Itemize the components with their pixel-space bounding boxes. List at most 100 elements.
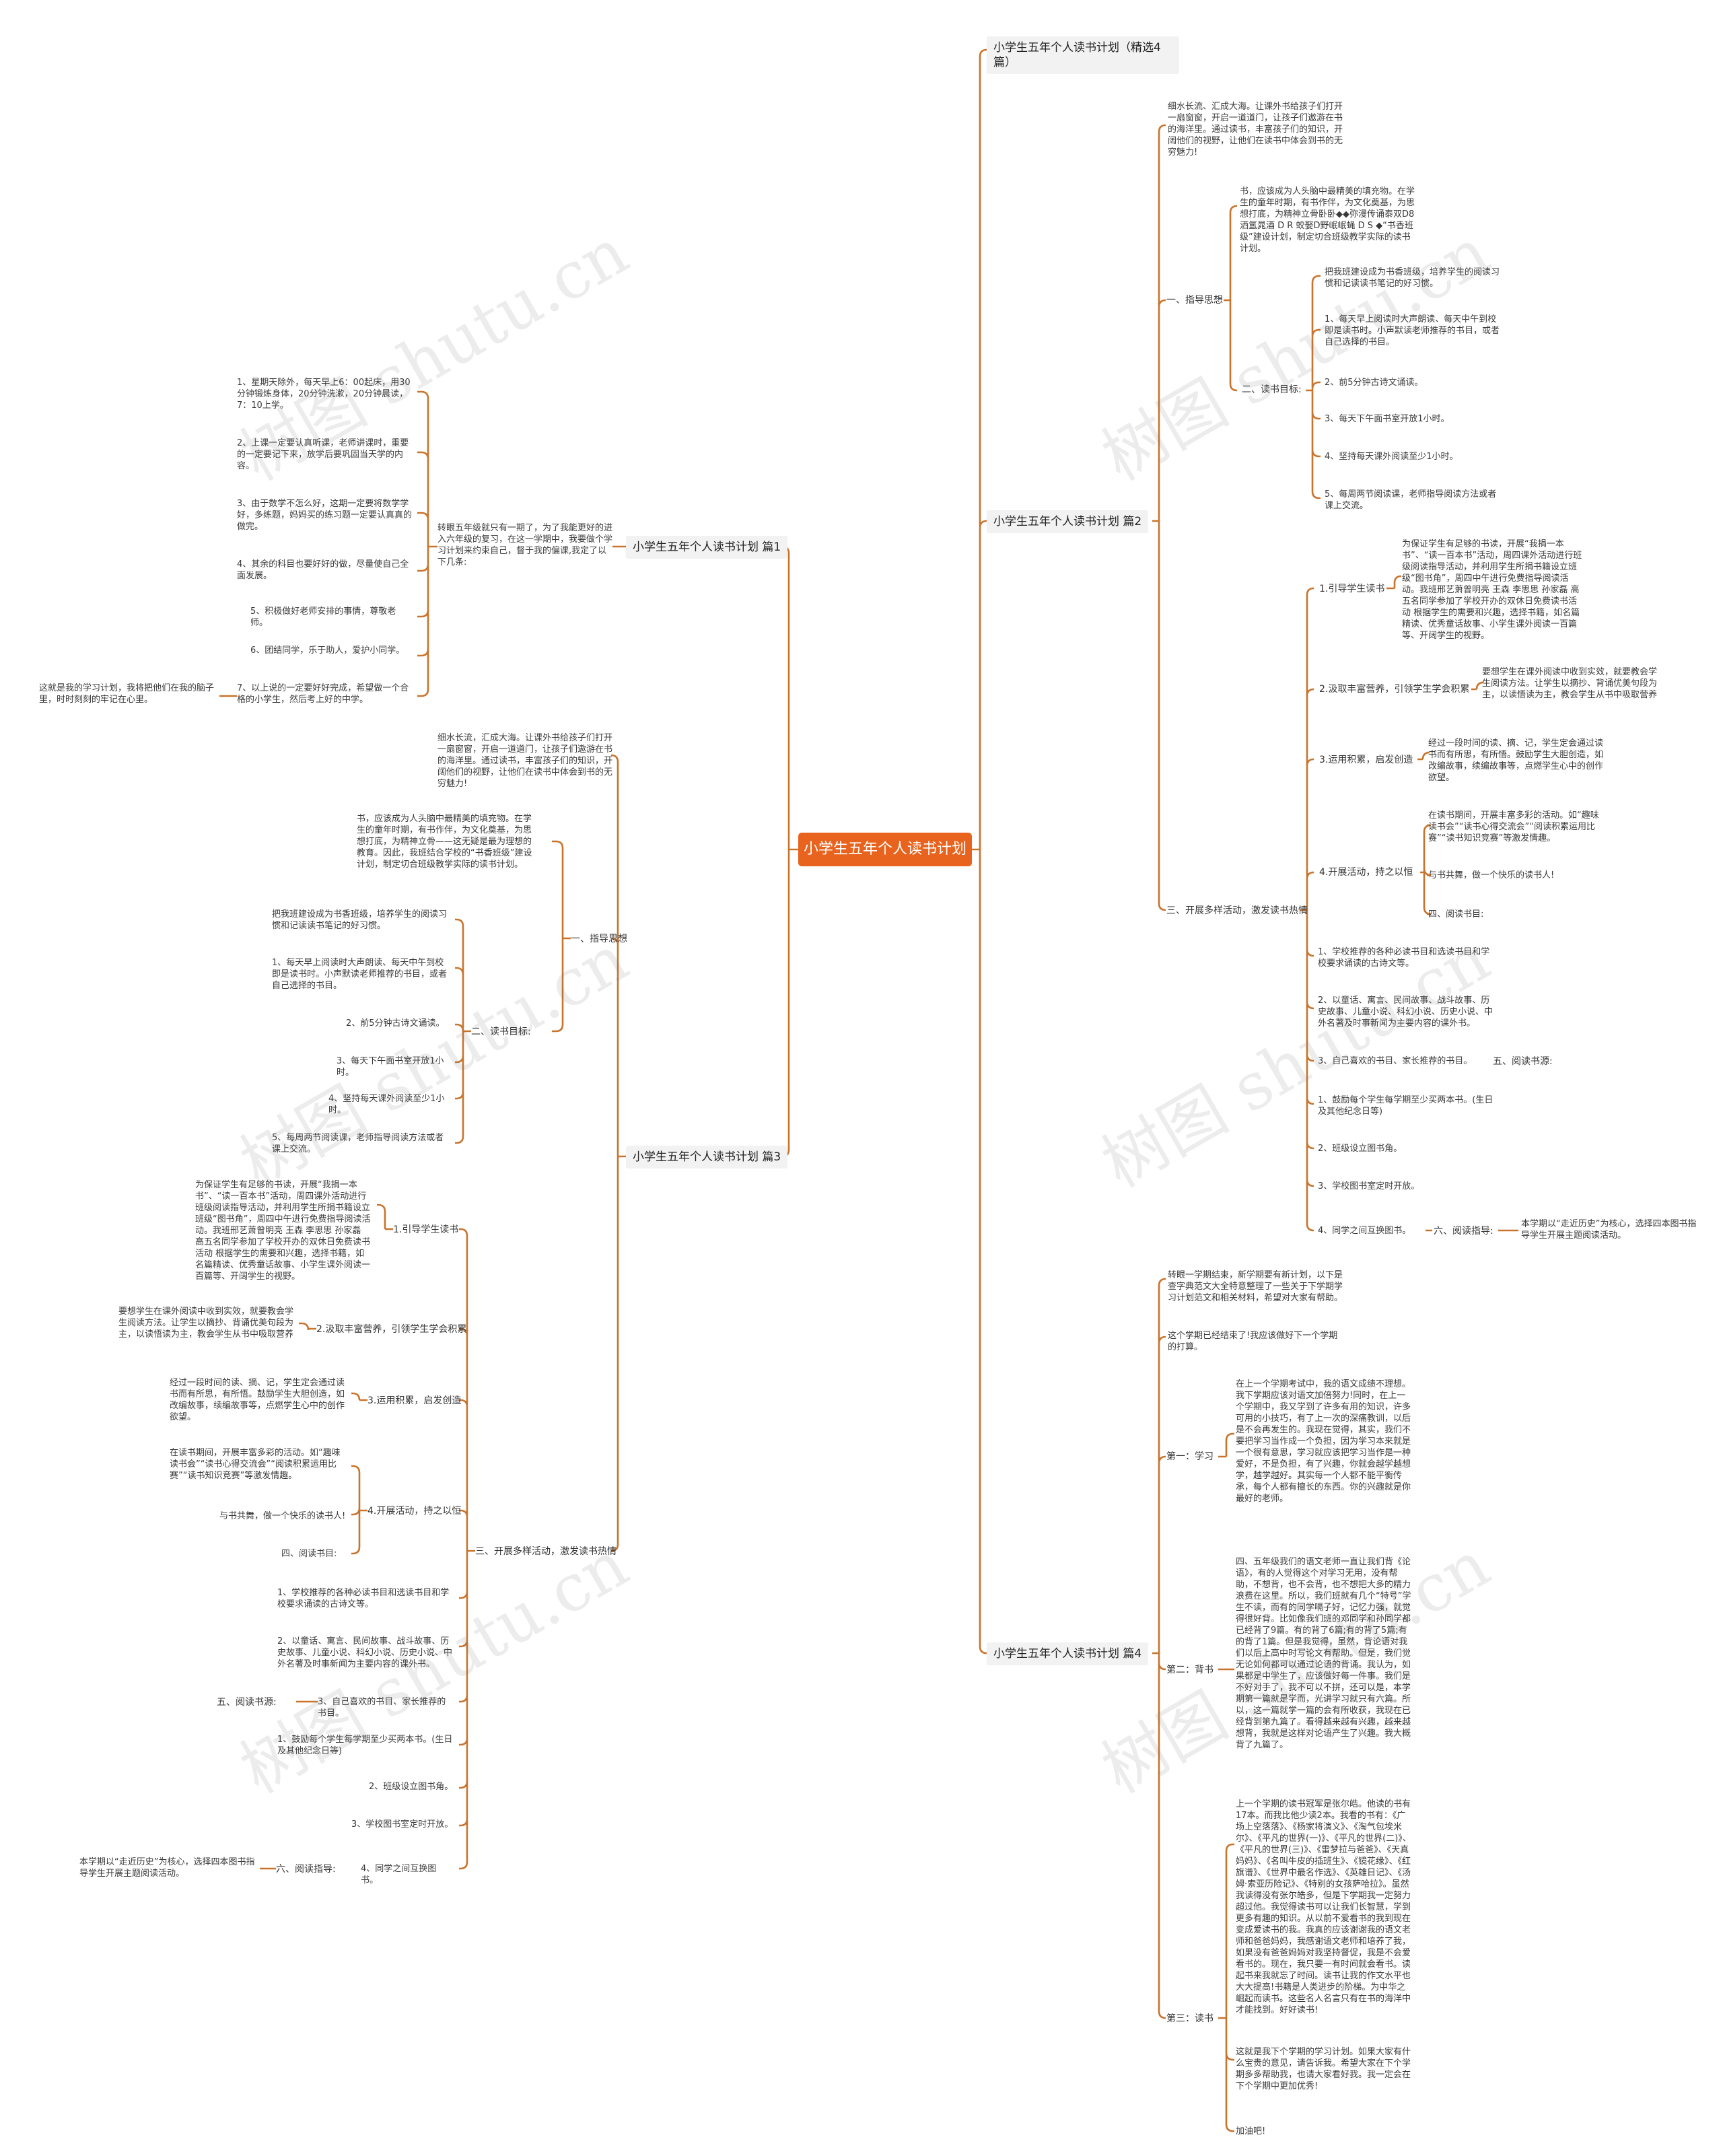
connector-line [377,1204,393,1230]
part3-reading-list-label: 四、阅读书目: [281,1549,337,1559]
part2-guiding-idea[interactable]: 一、指导思想 [1166,295,1223,306]
connector-line [1152,124,1166,911]
part4-study[interactable]: 第一：学习 [1166,1451,1214,1462]
part3-intro: 细水长流，汇成大海。让课外书给孩子们打开一扇窗窗，开启一道道门，让孩子们遨游在书… [437,733,613,789]
connector-line [610,754,626,1552]
part1-item: 4、其余的科目也要好好的做，尽量使自己全面发展。 [237,559,409,581]
part3-goal: 把我班建设成为书香班级，培养学生的阅读习惯和记读读书笔记的好习惯。 [272,909,448,931]
part4-reading-text2: 这就是我下个学期的学习计划。如果大家有什么宝贵的意见，请告诉我。希望大家在下个学… [1236,2047,1411,2091]
part3-activities[interactable]: 三、开展多样活动，激发读书热情 [475,1546,617,1557]
connector-line [459,1228,475,1870]
part2-book-source[interactable]: 五、阅读书源: [1493,1056,1553,1067]
part3-reading-guide[interactable]: 六、阅读指导: [276,1864,336,1875]
connector-line [455,918,471,1144]
connector-line [1224,205,1238,392]
part3-guide-text: 本学期以“走近历史”为核心，选择四本图书指导学生开展主题阅读活动。 [79,1857,255,1879]
part3-list-item: 1、学校推荐的各种必读书目和选读书目和学校要求诵读的古诗文等。 [277,1588,450,1609]
part2-activity-text: 在读书期间，开展丰富多彩的活动。如“趣味读书会”“读书心得交流会”“阅读积累运用… [1428,810,1599,843]
part3-list-item: 4、同学之间互换图书。 [361,1864,437,1885]
part2-list-item: 3、学校图书室定时开放。 [1318,1181,1420,1191]
root-topic[interactable]: 小学生五年个人读书计划 [798,833,972,866]
connector-line [1218,1432,1234,1458]
part2-activity-text: 经过一段时间的读、摘、记，学生定会通过读书而有所思，有所悟。鼓励学生大胆创造，如… [1428,738,1604,783]
part2-list-item: 3、自己喜欢的书目、家长推荐的书目。 [1318,1056,1473,1066]
part3-activity-label[interactable]: 4.开展活动，持之以恒 [367,1506,462,1517]
connector-line [1420,824,1432,915]
branch-title-selected[interactable]: 小学生五年个人读书计划（精选4篇） [987,36,1179,74]
part3-activity-label[interactable]: 3.运用积累，启发创造 [367,1395,462,1406]
connector-line [1152,1278,1166,2019]
part3-guiding-text: 书，应该成为人头脑中最精美的填充物。在学生的童年时期，有书作伴，为文化奠基，为思… [357,814,532,870]
part2-goal: 把我班建设成为书香班级，培养学生的阅读习惯和记读读书笔记的好习惯。 [1325,267,1500,289]
part2-goal: 3、每天下午面书室开放1小时。 [1325,414,1450,424]
part1-item: 3、由于数学不怎么好，这期一定要将数学学好，多练题，妈妈买的练习题一定要认真真的… [237,499,413,532]
part3-book-source[interactable]: 五、阅读书源: [217,1697,277,1708]
part3-guiding-idea[interactable]: 一、指导思想 [571,934,627,944]
connector-line [972,48,987,1655]
part2-list-item: 1、鼓励每个学生每学期至少买两本书。(生日及其他纪念日等) [1318,1095,1493,1117]
part1-intro: 转眼五年级就只有一期了，为了我能更好的进入六年级的复习，在这一学期中，我要做个学… [437,523,613,567]
part2-guide-text: 本学期以“走近历史”为核心，选择四本图书指导学生开展主题阅读活动。 [1521,1219,1697,1241]
part2-intro: 细水长流、汇成大海。让课外书给孩子们打开一扇窗窗，开启一道道门，让孩子们遨游在书… [1168,102,1343,158]
part1-closing: 这就是我的学习计划，我将把他们在我的脑子里，时时刻刻的牢记在心里。 [39,683,215,705]
connector-line [299,1322,316,1331]
part4-recite[interactable]: 第二：背书 [1166,1665,1214,1675]
branch-title-part4[interactable]: 小学生五年个人读书计划 篇4 [987,1642,1149,1665]
part1-item: 1、星期天除外，每天早上6：00起床，用30分钟锻炼身体，20分钟洗漱，20分钟… [237,378,411,411]
part2-activity-label[interactable]: 4.开展活动，持之以恒 [1319,867,1413,878]
part4-intro2: 这个学期已经结束了!我应该做好下一个学期的打算。 [1168,1331,1338,1352]
part2-list-item: 2、以童话、寓言、民间故事、战斗故事、历史故事、儿童小说、科幻小说、历史小说、中… [1318,996,1493,1029]
connector-line [552,840,571,1033]
part3-reading-goals[interactable]: 二、读书目标: [471,1027,531,1037]
part3-activity-text: 要想学生在课外阅读中收到实效，就要教会学生阅读方法。让学生以摘抄、背诵优美句段为… [118,1307,294,1340]
part2-activity-sub: 与书共舞，做一个快乐的读书人! [1428,870,1555,880]
part3-goal: 1、每天早上阅读时大声朗读、每天中午到校即是读书时。小声默读老师推荐的书目，或者… [272,958,448,991]
branch-title-part2[interactable]: 小学生五年个人读书计划 篇2 [987,510,1149,533]
part2-reading-goals[interactable]: 二、读书目标: [1242,384,1302,395]
connector-line [1218,1843,1234,2132]
part3-activity-text: 经过一段时间的读、摘、记，学生定会通过读书而有所思，有所悟。鼓励学生大胆创造，如… [170,1378,345,1422]
part3-list-item: 2、班级设立图书角。 [369,1782,454,1792]
part2-goal: 4、坚持每天课外阅读至少1小时。 [1325,452,1458,462]
branch-title-part1[interactable]: 小学生五年个人读书计划 篇1 [626,536,788,559]
part3-activity-sub: 与书共舞，做一个快乐的读书人! [219,1511,346,1521]
part1-item: 7、以上说的一定要好好完成，希望做一个合格的小学生，然后考上好的中学。 [237,683,409,705]
part2-activity-label[interactable]: 1.引导学生读书 [1319,584,1385,594]
part3-goal: 3、每天下午面书室开放1小时。 [337,1056,444,1078]
connector-line [773,545,798,1158]
part4-reading-text: 上一个学期的读书冠军是张尔皓。他读的书有17本。而我比他少读2本。我看的书有：《… [1236,1799,1411,2015]
part4-recite-text: 四、五年级我们的语文老师一直让我们背《论语》，有的人觉得这个对学习无用，没有帮助… [1236,1557,1411,1750]
part2-goal: 2、前5分钟古诗文诵读。 [1325,378,1423,388]
part4-reading[interactable]: 第三：读书 [1166,2013,1214,2024]
part2-activity-label[interactable]: 3.运用积累，启发创造 [1319,755,1413,765]
part3-list-item: 2、以童话、寓言、民间故事、战斗故事、历史故事、儿童小说、科幻小说、历史小说、中… [277,1636,453,1669]
part2-reading-guide[interactable]: 六、阅读指导: [1434,1226,1493,1237]
part2-goal: 1、每天早上阅读时大声朗读、每天中午到校即是读书时。小声默读老师推荐的书目，或者… [1325,314,1500,347]
part2-activities[interactable]: 三、开展多样活动，激发读书热情 [1166,905,1308,916]
part2-list-item: 1、学校推荐的各种必读书目和选读书目和学校要求诵读的古诗文等。 [1318,947,1490,969]
part3-goal: 4、坚持每天课外阅读至少1小时。 [328,1094,445,1115]
connector-line [1386,575,1402,590]
part3-list-item: 3、学校图书室定时开放。 [351,1819,454,1830]
branch-title-part3[interactable]: 小学生五年个人读书计划 篇3 [626,1146,788,1169]
part3-activity-label[interactable]: 2.汲取丰富营养，引领学生学会积累 [316,1324,467,1335]
part2-activity-label[interactable]: 2.汲取丰富营养，引领学生学会积累 [1319,684,1470,695]
connector-line [417,390,437,697]
connector-line [1471,681,1484,691]
part1-item: 2、上课一定要认真听课，老师讲课时，重要的一定要记下来，放学后要巩固当天学的内容… [237,438,409,471]
part3-activity-label[interactable]: 1.引导学生读书 [393,1224,459,1235]
part2-list-item: 2、班级设立图书角。 [1318,1144,1403,1154]
part3-activity-text: 为保证学生有足够的书读，开展“我捐一本书”、“读一百本书”活动，周四课外活动进行… [195,1180,371,1282]
connector-line [1300,587,1314,1232]
part2-list-item: 4、同学之间互换图书。 [1318,1226,1411,1236]
part2-guiding-text: 书，应该成为人头脑中最精美的填充物。在学生的童年时期，有书作伴，为文化奠基，为思… [1240,186,1415,254]
connector-line [351,1465,367,1555]
part4-study-text: 在上一个学期考试中，我的语文成绩不理想。我下学期应该对语文加倍努力!同时，在上一… [1236,1379,1411,1504]
part3-activity-text: 在读书期间，开展丰富多彩的活动。如“趣味读书会”“读书心得交流会”“阅读积累运用… [170,1448,341,1481]
part2-activity-text: 要想学生在课外阅读中收到实效，就要教会学生阅读方法。让学生以摘抄、背诵优美句段为… [1482,667,1658,700]
connector-line [1306,275,1321,499]
part4-intro: 转眼一学期结束，新学期要有新计划，以下是查字典范文大全特意整理了一些关于下学期学… [1168,1270,1343,1303]
part1-item: 5、积极做好老师安排的事情，尊敬老师。 [250,606,396,628]
connector-line [351,1392,367,1401]
